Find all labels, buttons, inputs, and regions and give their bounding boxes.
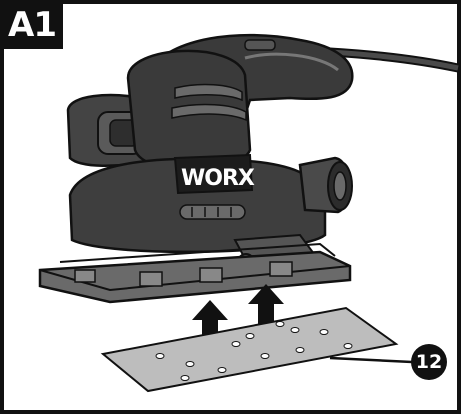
up-arrow-icon [192,300,228,350]
sander-body: WORX [68,153,327,254]
figure-label: A1 [1,1,63,49]
base-plate [38,242,352,304]
dust-outlet [298,156,353,214]
power-switch [244,39,276,51]
up-arrow-icon [248,284,284,338]
sanding-sheet [100,306,399,393]
vent-slot [171,103,247,122]
brand-logo: WORX [181,166,255,191]
motor-housing [126,49,252,172]
callout-leader [329,356,413,364]
vent-slot [174,83,243,102]
dust-holes [155,321,353,381]
front-vent [179,204,246,220]
callout-number: 12 [411,344,447,380]
brand-plate [173,153,254,195]
